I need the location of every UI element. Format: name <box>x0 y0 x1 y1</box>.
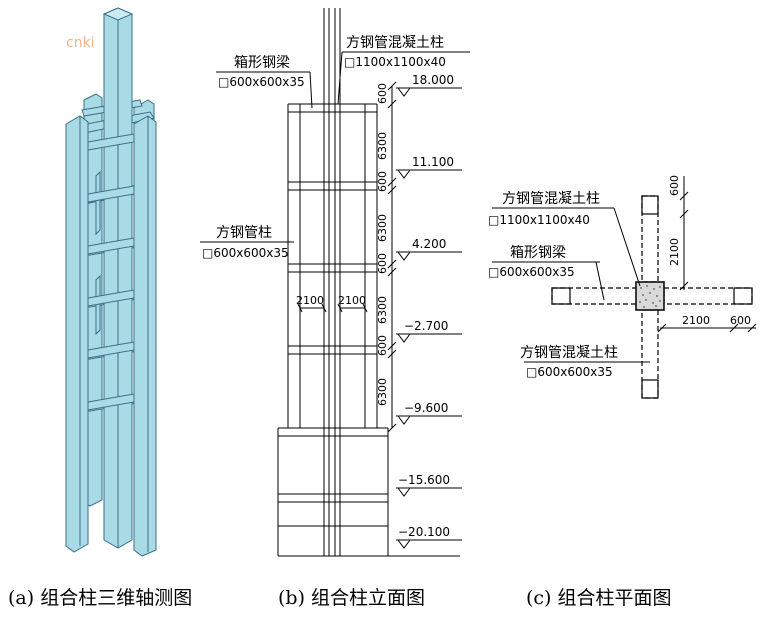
elev-m9600: −9.600 <box>404 401 448 415</box>
plan-dim-horiz-right: 600 <box>730 314 751 327</box>
caption-panel-b: (b) 组合柱立面图 <box>278 587 425 609</box>
dim-left-2100: 2100 <box>296 294 324 307</box>
plan-dim-vert-top: 600 <box>668 175 681 196</box>
vdim-6: 600 <box>376 335 389 356</box>
elevation-central-column <box>323 8 341 556</box>
elev-11100: 11.100 <box>412 155 454 169</box>
vdim-3: 6300 <box>376 214 389 242</box>
plan-dim-vert-mid: 2100 <box>668 238 681 266</box>
plan-label-cfst-small-name: 方钢管混凝土柱 <box>520 345 618 361</box>
plan-dim-horiz-mid: 2100 <box>682 314 710 327</box>
label-steel-tube-name: 方钢管柱 <box>216 225 272 241</box>
label-cfst-column-name: 方钢管混凝土柱 <box>346 35 444 51</box>
caption-panel-c: (c) 组合柱平面图 <box>526 587 672 609</box>
elev-4200: 4.200 <box>412 237 446 251</box>
elev-m2700: −2.700 <box>404 319 448 333</box>
elevation-side-columns <box>287 104 378 428</box>
plan-vertical-dim-line <box>679 176 689 291</box>
elevation-vertical-dim-line <box>387 81 397 433</box>
elevation-vertical-dims: 600 6300 600 6300 600 6300 600 6300 <box>376 83 389 406</box>
panel-b-elevation: 2100 2100 600 6300 600 6300 600 6300 600… <box>200 8 470 609</box>
label-cfst-column-size: □1100x1100x40 <box>344 55 446 69</box>
vdim-1: 6300 <box>376 132 389 160</box>
vdim-4: 600 <box>376 253 389 274</box>
dim-right-2100: 2100 <box>338 294 366 307</box>
plan-label-beam-size: □600x600x35 <box>488 265 575 279</box>
front-right-column <box>133 115 157 557</box>
elev-18000: 18.000 <box>412 73 454 87</box>
label-steel-tube-size: □600x600x35 <box>202 246 289 260</box>
elevation-foundation <box>277 427 460 557</box>
elev-m15600: −15.600 <box>398 473 450 487</box>
plan-label-cfst-big-size: □1100x1100x40 <box>488 213 590 227</box>
watermark: cnki <box>66 35 95 51</box>
plan-horizontal-dim-line <box>657 323 757 333</box>
plan-leaders <box>492 207 650 363</box>
vdim-5: 6300 <box>376 296 389 324</box>
panel-c-plan: 600 2100 2100 600 方钢管混凝土柱 □1100x1100x40 … <box>488 175 757 609</box>
caption-panel-a: (a) 组合柱三维轴测图 <box>8 587 192 609</box>
plan-label-cfst-small-size: □600x600x35 <box>526 365 613 379</box>
elevation-beams <box>288 103 377 355</box>
front-left-column <box>65 115 89 553</box>
label-box-beam-size: □600x600x35 <box>218 75 305 89</box>
panel-a-axonometric: cnki <box>8 7 192 609</box>
elevation-markers <box>396 87 462 549</box>
vdim-7: 6300 <box>376 378 389 406</box>
elevation-leaders <box>200 51 470 243</box>
plan-concrete-dots <box>639 285 661 308</box>
elevation-width-dims <box>297 303 368 313</box>
elev-m20100: −20.100 <box>398 525 450 539</box>
vdim-0: 600 <box>376 83 389 104</box>
panel-a-front-beams <box>87 133 135 411</box>
label-box-beam-name: 箱形钢梁 <box>234 55 290 71</box>
plan-label-cfst-big-name: 方钢管混凝土柱 <box>502 191 600 207</box>
vdim-2: 600 <box>376 171 389 192</box>
plan-label-beam-name: 箱形钢梁 <box>510 245 566 261</box>
